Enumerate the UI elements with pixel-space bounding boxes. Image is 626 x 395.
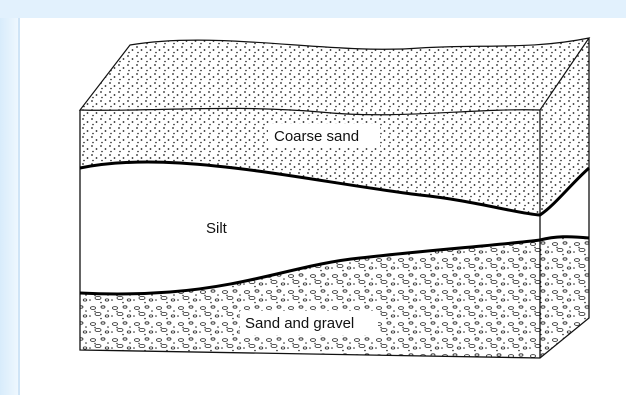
coarse-sand-label: Coarse sand [274,128,359,145]
sand-gravel-label: Sand and gravel [245,315,354,332]
top-surface [80,38,589,115]
silt-label: Silt [206,220,228,237]
sand-gravel-side [540,237,589,358]
